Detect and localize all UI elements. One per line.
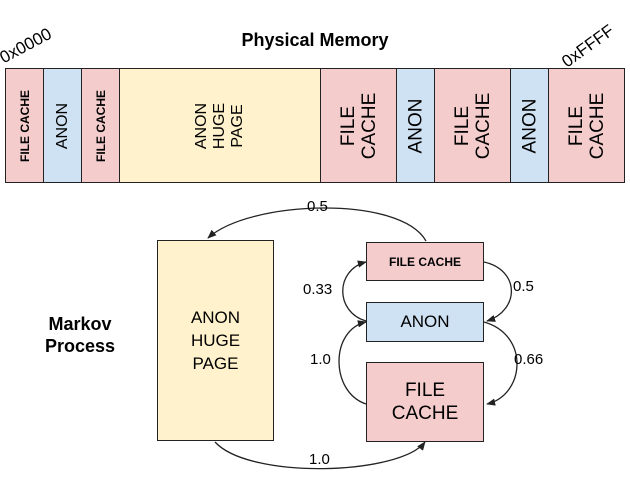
arrow-anon-to-file-cache-bottom xyxy=(483,321,518,406)
arrow-anon-to-file-cache xyxy=(342,260,367,322)
prob-file-cache-to-huge-page: 0.5 xyxy=(307,198,328,215)
memory-segment-anon: ANON xyxy=(43,68,82,183)
markov-process-label: Markov Process xyxy=(44,314,116,356)
state-label: ANON xyxy=(400,312,450,331)
state-label: ANON HUGE PAGE xyxy=(190,308,241,373)
state-file-cache-bottom: FILE CACHE xyxy=(366,362,484,442)
state-label: FILE CACHE xyxy=(391,380,459,424)
physical-memory-strip: FILE CACHE ANON FILE CACHE ANON HUGE PAG… xyxy=(5,68,625,185)
diagram-title: Physical Memory xyxy=(241,30,389,50)
prob-anon-to-file-cache-bottom: 0.66 xyxy=(514,351,544,368)
state-file-cache-top: FILE CACHE xyxy=(366,242,484,281)
state-anon: ANON xyxy=(366,302,484,342)
prob-huge-page-to-file-cache: 1.0 xyxy=(309,451,330,468)
state-anon-huge-page: ANON HUGE PAGE xyxy=(157,240,274,441)
memory-segment-file-cache: FILE CACHE xyxy=(320,68,397,183)
prob-file-cache-bottom-to-anon: 1.0 xyxy=(310,351,331,368)
prob-file-cache-to-anon: 0.5 xyxy=(513,278,534,295)
arrow-file-cache-bottom-to-anon xyxy=(338,320,367,405)
memory-segment-anon-huge-page: ANON HUGE PAGE xyxy=(119,68,321,183)
memory-segment-anon: ANON xyxy=(396,68,435,183)
state-label: FILE CACHE xyxy=(389,254,461,269)
prob-anon-to-file-cache: 0.33 xyxy=(303,281,333,298)
arrow-huge-page-to-file-cache xyxy=(214,441,426,470)
memory-segment-file-cache: FILE CACHE xyxy=(548,68,625,183)
memory-segment-file-cache: FILE CACHE xyxy=(434,68,511,183)
arrow-file-cache-to-huge-page xyxy=(207,207,427,242)
arrow-file-cache-to-anon xyxy=(483,261,512,322)
